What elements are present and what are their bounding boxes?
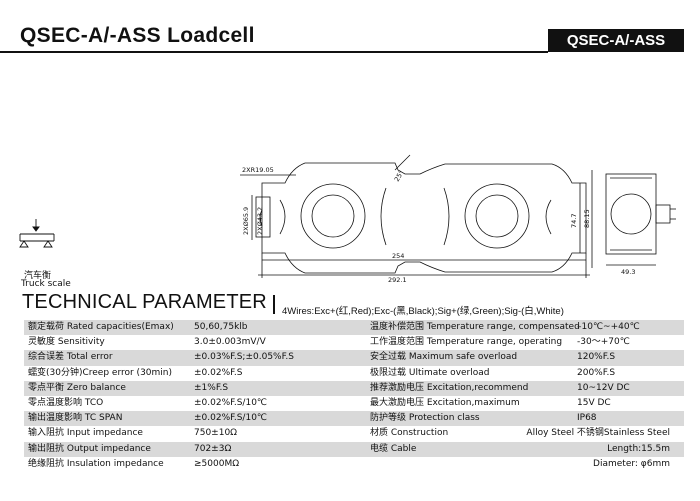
param-name-right: 推荐激励电压 Excitation,recommend (370, 382, 529, 393)
side-view-body (605, 173, 657, 255)
section-title: TECHNICAL PARAMETER (22, 291, 267, 313)
param-name-left: 零点温度影响 TCO (28, 397, 104, 408)
right-hole-outer (464, 183, 530, 249)
param-value-right: -30～+70℃ (577, 337, 630, 348)
param-name-right: 温度补偿范围 Temperature range, compensated (370, 322, 580, 332)
parameter-row: 输出阻抗 Output impedance 702±3Ω 电缆 Cable Lengt… (24, 441, 684, 457)
wiring-note: 4Wires:Exc+(红,Red);Exc-(黑,Black);Sig+(绿,… (282, 306, 564, 317)
param-value-right: IP68 (577, 413, 597, 424)
param-value-left: ±0.03%F.S;±0.05%F.S (194, 352, 294, 363)
param-value-right: Length:15.5m (607, 443, 670, 454)
truck-scale-icon (19, 219, 55, 248)
param-name-left: 额定载荷 Rated capacities(Emax) (28, 322, 174, 332)
parameter-row: 输出温度影响 TC SPAN ±0.02%F.S/10℃ 防护等级 Protecti… (24, 411, 684, 427)
title-rule (0, 51, 548, 53)
parameter-row: 输入阻抗 Input impedance 750±10Ω 材质 Constructi… (24, 426, 684, 441)
param-value-left: ≥5000MΩ (194, 458, 240, 469)
param-name-right: 极限过载 Ultimate overload (370, 367, 490, 378)
parameter-row: 绝缘阻抗 Insulation impedance ≥5000MΩ Diameter… (24, 457, 684, 472)
parameter-row: 灵敏度 Sensitivity 3.0±0.003mV/V 工作温度范围 Tempe… (24, 335, 684, 350)
param-name-right: 材质 Construction (370, 428, 449, 439)
dim-length-inner: 254 (392, 252, 404, 260)
param-value-left: 50,60,75klb (194, 322, 248, 332)
param-name-left: 输出阻抗 Output impedance (28, 443, 151, 454)
page-title: QSEC-A/-ASS Loadcell (20, 24, 255, 47)
param-value-left: 702±3Ω (194, 443, 232, 454)
param-name-left: 零点平衡 Zero balance (28, 382, 126, 393)
side-view-circle (610, 193, 652, 235)
param-value-right: –10℃~+40℃ (577, 322, 640, 332)
param-value-right: 120%F.S (577, 352, 616, 363)
parameter-row: 零点温度影响 TCO ±0.02%F.S/10℃ 最大激励电压 Excitation… (24, 396, 684, 411)
truck-scale-label-cn: 汽车衡 (24, 271, 52, 281)
param-name-right: 最大激励电压 Excitation,maximum (370, 397, 520, 408)
truck-scale-label-en: Truck scale (21, 279, 71, 289)
param-value-right: 200%F.S (577, 367, 616, 378)
param-value-left: ±1%F.S (194, 382, 229, 393)
left-end-block (255, 196, 271, 238)
cable-gland (655, 204, 671, 224)
param-value-right: Diameter: φ6mm (593, 458, 670, 469)
dim-hole-inner: 2XØ43.2 (256, 207, 264, 235)
param-value-left: ±0.02%F.S/10℃ (194, 397, 268, 408)
parameter-row: 综合误差 Total error ±0.03%F.S;±0.05%F.S 安全过载 … (24, 350, 684, 366)
parameter-row: 零点平衡 Zero balance ±1%F.S 推荐激励电压 Excitation… (24, 380, 684, 396)
param-name-left: 输出温度影响 TC SPAN (28, 413, 123, 424)
left-hole-inner (311, 194, 355, 238)
param-value-right: Alloy Steel 不锈钢Stainless Steel (526, 428, 670, 439)
param-name-left: 综合误差 Total error (28, 352, 113, 363)
param-name-left: 蠕变(30分钟)Creep error (30min) (28, 367, 173, 378)
left-hole-outer (300, 183, 366, 249)
param-name-left: 输入阻抗 Input impedance (28, 428, 143, 439)
param-name-right: 电缆 Cable (370, 443, 417, 454)
parameter-table: 额定载荷 Rated capacities(Emax) 50,60,75klb 温度… (24, 320, 684, 472)
dim-height-outer: 88.15 (583, 209, 591, 228)
dim-height-inner: 74.7 (570, 214, 578, 228)
dim-radius: 2XR19.05 (242, 166, 274, 174)
param-name-right: 防护等级 Protection class (370, 413, 480, 424)
dim-length-outer: 292.1 (388, 276, 407, 284)
param-name-right: 工作温度范围 Temperature range, operating (370, 337, 563, 348)
param-name-right: 安全过载 Maximum safe overload (370, 352, 518, 363)
model-badge: QSEC-A/-ASS (548, 29, 684, 52)
dim-hole-left: 2XØ65.9 (242, 207, 250, 235)
section-divider (273, 295, 275, 314)
loadcell-drawing: 2XR19.05 2XØ65.9 2XØ43.2 25° 74.7 88.15 … (240, 154, 676, 284)
parameter-row: 额定载荷 Rated capacities(Emax) 50,60,75klb 温度… (24, 320, 684, 336)
param-value-left: 750±10Ω (194, 428, 238, 439)
param-value-left: 3.0±0.003mV/V (194, 337, 266, 348)
param-value-left: ±0.02%F.S (194, 367, 243, 378)
param-name-left: 绝缘阻抗 Insulation impedance (28, 458, 164, 469)
right-hole-inner (475, 194, 519, 238)
parameter-row: 蠕变(30分钟)Creep error (30min) ±0.02%F.S 极限过载… (24, 366, 684, 381)
param-value-left: ±0.02%F.S/10℃ (194, 413, 268, 424)
param-name-left: 灵敏度 Sensitivity (28, 337, 105, 348)
dim-angle: 25° (393, 169, 406, 183)
dim-width: 49.3 (621, 268, 635, 276)
body-outline (261, 162, 587, 274)
param-value-right: 15V DC (577, 397, 611, 408)
param-value-right: 10~12V DC (577, 382, 630, 393)
